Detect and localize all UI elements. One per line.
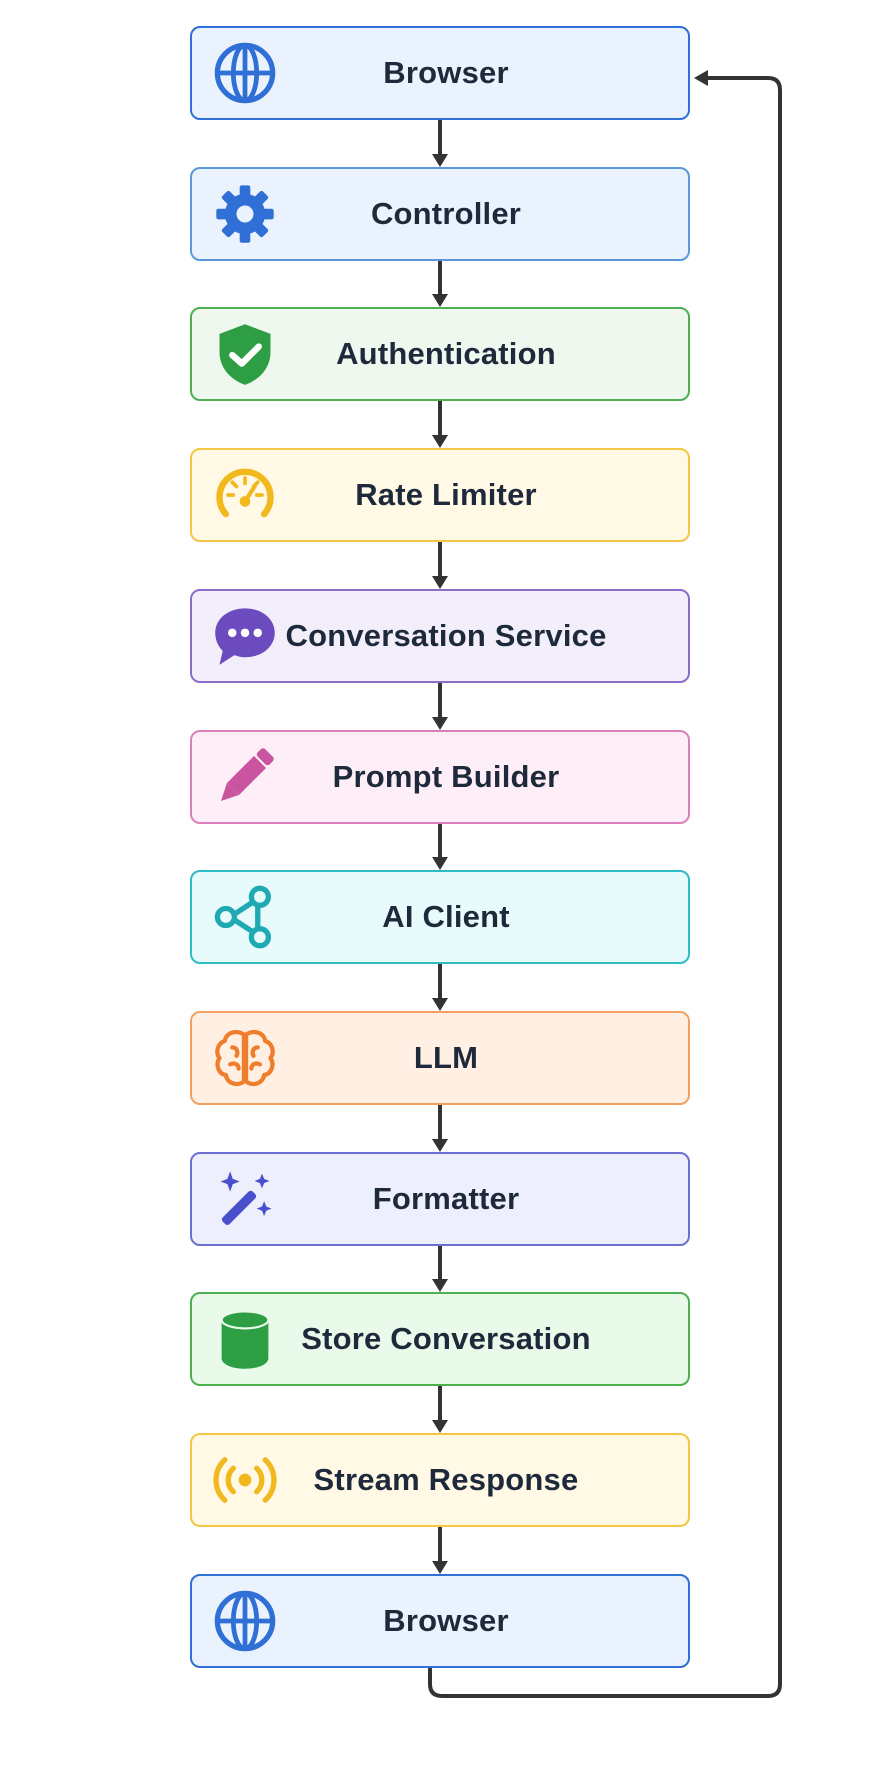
flow-arrow xyxy=(432,1246,448,1292)
flow-arrow xyxy=(432,824,448,870)
flow-node-llm: LLM xyxy=(190,1011,690,1105)
pencil-icon xyxy=(210,742,280,812)
flow-arrow xyxy=(432,964,448,1011)
flow-arrow xyxy=(432,120,448,167)
flow-node-label: LLM xyxy=(413,1040,479,1075)
flow-node-rate-limiter: Rate Limiter xyxy=(190,448,690,542)
flow-node-ai-client: AI Client xyxy=(190,870,690,964)
flow-node-label: AI Client xyxy=(382,899,510,934)
flow-node-label: Browser xyxy=(383,1603,509,1638)
flow-node-label: Prompt Builder xyxy=(332,759,560,794)
flow-arrow xyxy=(432,1527,448,1574)
flow-node-authentication: Authentication xyxy=(190,307,690,401)
flow-node-label: Store Conversation xyxy=(301,1321,591,1356)
flow-arrow xyxy=(432,1386,448,1433)
share-nodes-icon xyxy=(210,882,280,952)
flow-node-store-conversation: Store Conversation xyxy=(190,1292,690,1386)
flow-node-browser: Browser xyxy=(190,26,690,120)
globe-icon xyxy=(210,38,280,108)
flow-node-formatter: Formatter xyxy=(190,1152,690,1246)
shield-check-icon xyxy=(210,319,280,389)
flow-arrow xyxy=(432,683,448,730)
flow-node-label: Controller xyxy=(370,196,522,231)
loop-back-line xyxy=(428,76,782,1698)
gear-icon xyxy=(210,179,280,249)
flow-node-label: Authentication xyxy=(336,336,556,371)
flow-node-label: Rate Limiter xyxy=(355,477,537,512)
brain-icon xyxy=(210,1023,280,1093)
magic-wand-icon xyxy=(210,1164,280,1234)
flow-node-stream-response: Stream Response xyxy=(190,1433,690,1527)
flow-node-browser: Browser xyxy=(190,1574,690,1668)
flow-node-prompt-builder: Prompt Builder xyxy=(190,730,690,824)
flow-arrow xyxy=(432,401,448,448)
flow-arrow xyxy=(432,542,448,589)
flow-node-label: Formatter xyxy=(372,1181,520,1216)
globe-icon xyxy=(210,1586,280,1656)
flow-arrow xyxy=(432,261,448,307)
flow-node-label: Browser xyxy=(383,55,509,90)
flow-arrow xyxy=(432,1105,448,1152)
flow-node-label: Stream Response xyxy=(313,1462,579,1497)
flow-node-label: Conversation Service xyxy=(285,618,607,653)
chat-bubble-icon xyxy=(210,601,280,671)
speedometer-icon xyxy=(210,460,280,530)
broadcast-icon xyxy=(210,1445,280,1515)
loop-back-arrowhead xyxy=(694,70,708,86)
database-icon xyxy=(210,1304,280,1374)
flow-node-conversation-service: Conversation Service xyxy=(190,589,690,683)
flow-node-controller: Controller xyxy=(190,167,690,261)
